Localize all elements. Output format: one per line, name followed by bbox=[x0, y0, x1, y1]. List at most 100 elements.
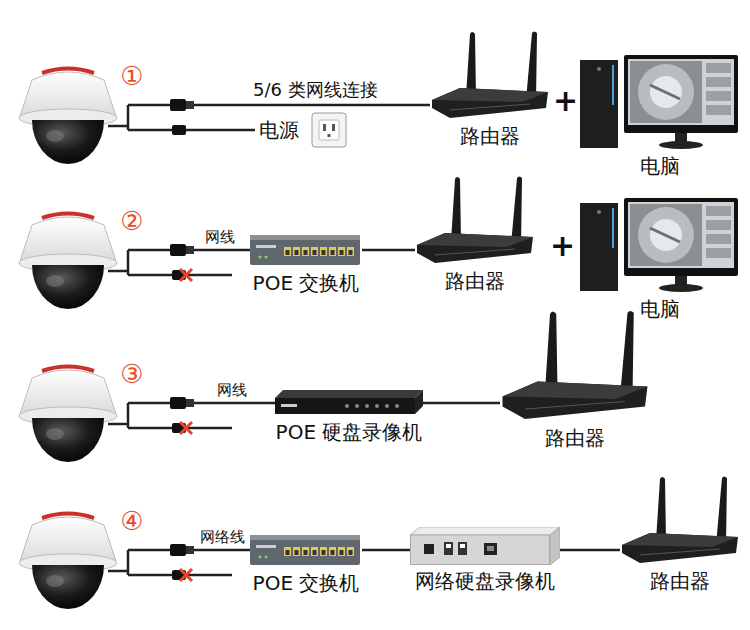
illustration-part bbox=[329, 547, 336, 556]
illustration-part bbox=[328, 134, 331, 137]
rj45-plug bbox=[170, 397, 186, 409]
illustration-part bbox=[435, 249, 515, 255]
callout-number: ② bbox=[114, 205, 150, 237]
illustration-part bbox=[256, 545, 276, 548]
cable-line bbox=[150, 549, 250, 552]
rj45-plug-tail bbox=[186, 546, 194, 554]
illustration-part bbox=[46, 428, 64, 440]
rj45-plug-tail bbox=[186, 246, 194, 254]
illustration-part bbox=[650, 76, 682, 108]
illustration-part bbox=[628, 59, 734, 125]
cross-mark bbox=[180, 569, 192, 581]
cross-mark bbox=[180, 269, 192, 281]
illustration-part bbox=[503, 382, 648, 420]
illustration-part bbox=[32, 418, 104, 462]
illustration-part bbox=[313, 250, 317, 255]
illustration-part bbox=[42, 69, 94, 74]
illustration-part bbox=[706, 220, 731, 230]
illustration-part bbox=[355, 404, 359, 408]
illustration-part bbox=[638, 207, 694, 263]
plus-sign: + bbox=[553, 84, 578, 118]
device-label: 电脑 bbox=[640, 297, 680, 321]
illustration-part bbox=[293, 247, 300, 256]
rj45-plug bbox=[170, 544, 186, 556]
illustration-part bbox=[319, 120, 339, 140]
poe-switch-icon bbox=[250, 533, 362, 567]
device-label: 路由器 bbox=[460, 124, 520, 148]
callout-number: ④ bbox=[114, 505, 150, 537]
illustration-part bbox=[320, 547, 327, 556]
illustration-part bbox=[32, 265, 104, 309]
illustration-part bbox=[250, 235, 360, 265]
illustration-part bbox=[320, 247, 327, 256]
illustration-part bbox=[365, 404, 369, 408]
illustration-part bbox=[706, 234, 731, 244]
illustration-part bbox=[716, 477, 727, 546]
illustration-part bbox=[466, 32, 476, 96]
illustration-part bbox=[304, 550, 308, 555]
illustration-part bbox=[311, 547, 318, 556]
illustration-part bbox=[706, 63, 731, 73]
illustration-part bbox=[444, 542, 453, 555]
illustration-part bbox=[259, 556, 262, 559]
illustration-part bbox=[628, 202, 734, 268]
illustration-part bbox=[42, 214, 94, 219]
illustration-part bbox=[322, 550, 326, 555]
cable-line bbox=[362, 249, 415, 252]
callout-number: ③ bbox=[114, 358, 150, 390]
device-label: 路由器 bbox=[445, 269, 505, 293]
rj45-plug bbox=[170, 99, 186, 111]
rj45-plug bbox=[170, 244, 186, 256]
illustration-part bbox=[281, 404, 297, 407]
illustration-part bbox=[484, 543, 497, 555]
illustration-part bbox=[458, 542, 467, 555]
router-node: 路由器 bbox=[415, 175, 535, 293]
camera-node: ④ bbox=[8, 505, 150, 620]
device-label: 路由器 bbox=[545, 426, 605, 450]
illustration-part bbox=[526, 32, 537, 101]
illustration-part bbox=[706, 77, 731, 87]
illustration-part bbox=[329, 247, 336, 256]
camera-node: ② bbox=[8, 205, 150, 320]
illustration-part bbox=[332, 124, 335, 131]
illustration-part bbox=[597, 67, 601, 71]
illustration-part bbox=[545, 312, 558, 392]
illustration-part bbox=[451, 177, 461, 241]
illustration-part bbox=[347, 547, 354, 556]
illustration-part bbox=[417, 233, 533, 247]
illustration-part bbox=[302, 247, 309, 256]
device-label: 网络硬盘录像机 bbox=[415, 569, 555, 593]
switch-node: POE 交换机 bbox=[250, 233, 362, 295]
illustration-part bbox=[511, 177, 522, 246]
illustration-part bbox=[349, 250, 353, 255]
illustration-part bbox=[349, 550, 353, 555]
illustration-part bbox=[503, 382, 648, 400]
computer-icon bbox=[580, 55, 740, 150]
illustration-part bbox=[612, 208, 614, 248]
illustration-part bbox=[415, 390, 423, 414]
device-label: POE 交换机 bbox=[253, 271, 360, 295]
illustration-part bbox=[46, 575, 64, 587]
illustration-part bbox=[650, 219, 682, 251]
camera-node: ③ bbox=[8, 358, 150, 473]
callout-number: ① bbox=[114, 60, 150, 92]
illustration-part bbox=[340, 550, 344, 555]
power-outlet bbox=[311, 112, 347, 148]
poe-nvr-icon bbox=[275, 390, 423, 416]
illustration-part bbox=[284, 247, 291, 256]
illustration-part bbox=[338, 547, 345, 556]
illustration-part bbox=[46, 130, 64, 142]
illustration-part bbox=[597, 210, 601, 214]
cable-label-holder: 网线 bbox=[215, 381, 249, 399]
illustration-part bbox=[275, 390, 423, 398]
illustration-part bbox=[331, 250, 335, 255]
illustration-part bbox=[385, 404, 389, 408]
illustration-part bbox=[706, 206, 731, 216]
illustration-part bbox=[706, 248, 731, 258]
illustration-part bbox=[293, 547, 300, 556]
illustration-part bbox=[42, 367, 94, 372]
illustration-part bbox=[42, 514, 94, 519]
illustration-part bbox=[580, 60, 618, 148]
illustration-part bbox=[650, 85, 680, 99]
